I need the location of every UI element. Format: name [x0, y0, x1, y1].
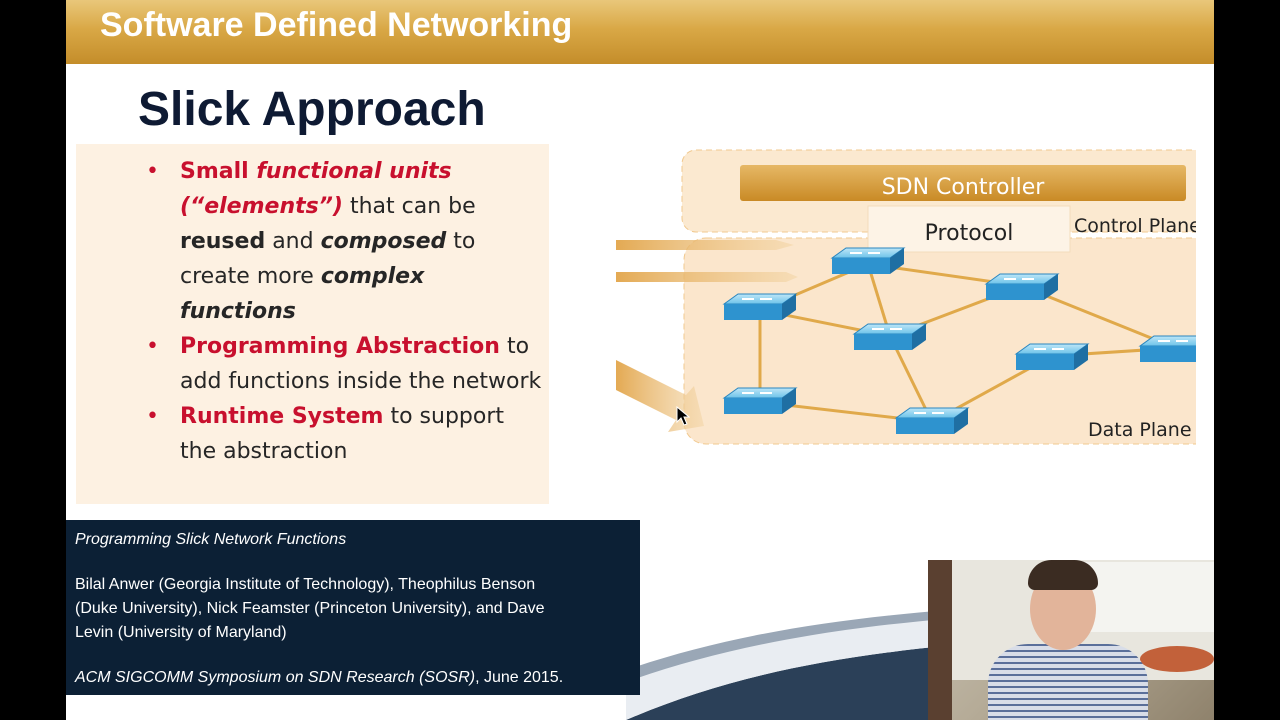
- data-plane-label: Data Plane: [1088, 419, 1192, 441]
- bullet-list: • Small functional units (“elements”) tha…: [134, 154, 544, 469]
- bullet-dot: •: [146, 334, 159, 359]
- arrow-1: [616, 240, 794, 250]
- slide-heading: Slick Approach: [138, 83, 486, 136]
- network-switch-icon: [1014, 343, 1090, 370]
- bullet-1-part-9: complex functions: [180, 264, 425, 324]
- bullet-1-part-4: that can be: [342, 194, 476, 219]
- citation-venue-line: ACM SIGCOMM Symposium on SDN Research (S…: [75, 666, 563, 690]
- video-door: [928, 560, 952, 720]
- bullet-1-part-8: to create more: [180, 229, 476, 289]
- network-switch-icon: [894, 407, 970, 434]
- title-bar: Software Defined Networking: [66, 0, 1214, 64]
- bullet-1-part-1: Small: [180, 159, 257, 184]
- control-plane-label: Control Plane: [1074, 215, 1196, 237]
- bullet-2-part-1: Programming Abstraction: [180, 334, 500, 359]
- sdn-controller-label: SDN Controller: [882, 175, 1046, 200]
- bullet-dot: •: [146, 404, 159, 429]
- slide: Software Defined Networking Slick Approa…: [66, 0, 1214, 720]
- presenter-video: [928, 560, 1214, 720]
- presenter-body: [988, 644, 1148, 720]
- video-table: [1140, 646, 1214, 672]
- mouse-pointer-icon: [676, 406, 690, 426]
- citation-date: , June 2015.: [475, 669, 564, 686]
- citation-authors-line-3: Levin (University of Maryland): [75, 624, 287, 641]
- network-switch-icon: [722, 387, 798, 414]
- citation-authors-line-1: Bilal Anwer (Georgia Institute of Techno…: [75, 576, 536, 593]
- network-switch-icon: [852, 323, 928, 350]
- network-switch-icon: [984, 273, 1060, 300]
- bullet-3-part-1: Runtime System: [180, 404, 384, 429]
- bullet-2-part-2: to add functions inside the network: [180, 334, 542, 394]
- presenter-hair: [1028, 560, 1098, 590]
- bullet-item-1: • Small functional units (“elements”) tha…: [134, 154, 544, 329]
- bullet-1-part-6: and: [265, 229, 321, 254]
- bullet-1-part-3: (“elements”): [180, 194, 343, 219]
- citation-venue: ACM SIGCOMM Symposium on SDN Research (S…: [75, 669, 476, 686]
- bullet-dot: •: [146, 159, 159, 184]
- protocol-label: Protocol: [925, 221, 1014, 246]
- network-switch-icon: [1138, 335, 1196, 362]
- bullet-1-part-5: reused: [180, 229, 266, 254]
- sdn-controller-box: [740, 165, 1186, 201]
- bullet-1-part-2: functional units: [256, 159, 452, 184]
- network-switch-icon: [830, 247, 906, 274]
- network-switch-icon: [722, 293, 798, 320]
- bullet-item-3: • Runtime System to support the abstracti…: [134, 399, 544, 469]
- sdn-diagram: SDN Controller Protocol Control Plane Da…: [616, 149, 1196, 445]
- arrow-2: [616, 272, 798, 282]
- citation-title: Programming Slick Network Functions: [75, 531, 347, 548]
- protocol-box: [867, 205, 1071, 253]
- bullet-box: [76, 144, 549, 504]
- bullet-1-part-7: composed: [320, 229, 447, 254]
- bullet-item-2: • Programming Abstraction to add function…: [134, 329, 544, 399]
- citation-authors-line-2: (Duke University), Nick Feamster (Prince…: [75, 600, 545, 617]
- data-plane-region: [683, 237, 1196, 445]
- slide-section-title: Software Defined Networking: [100, 6, 573, 44]
- bullet-3-part-2: to support the abstraction: [180, 404, 505, 464]
- citation-panel: Programming Slick Network Functions Bila…: [66, 520, 640, 695]
